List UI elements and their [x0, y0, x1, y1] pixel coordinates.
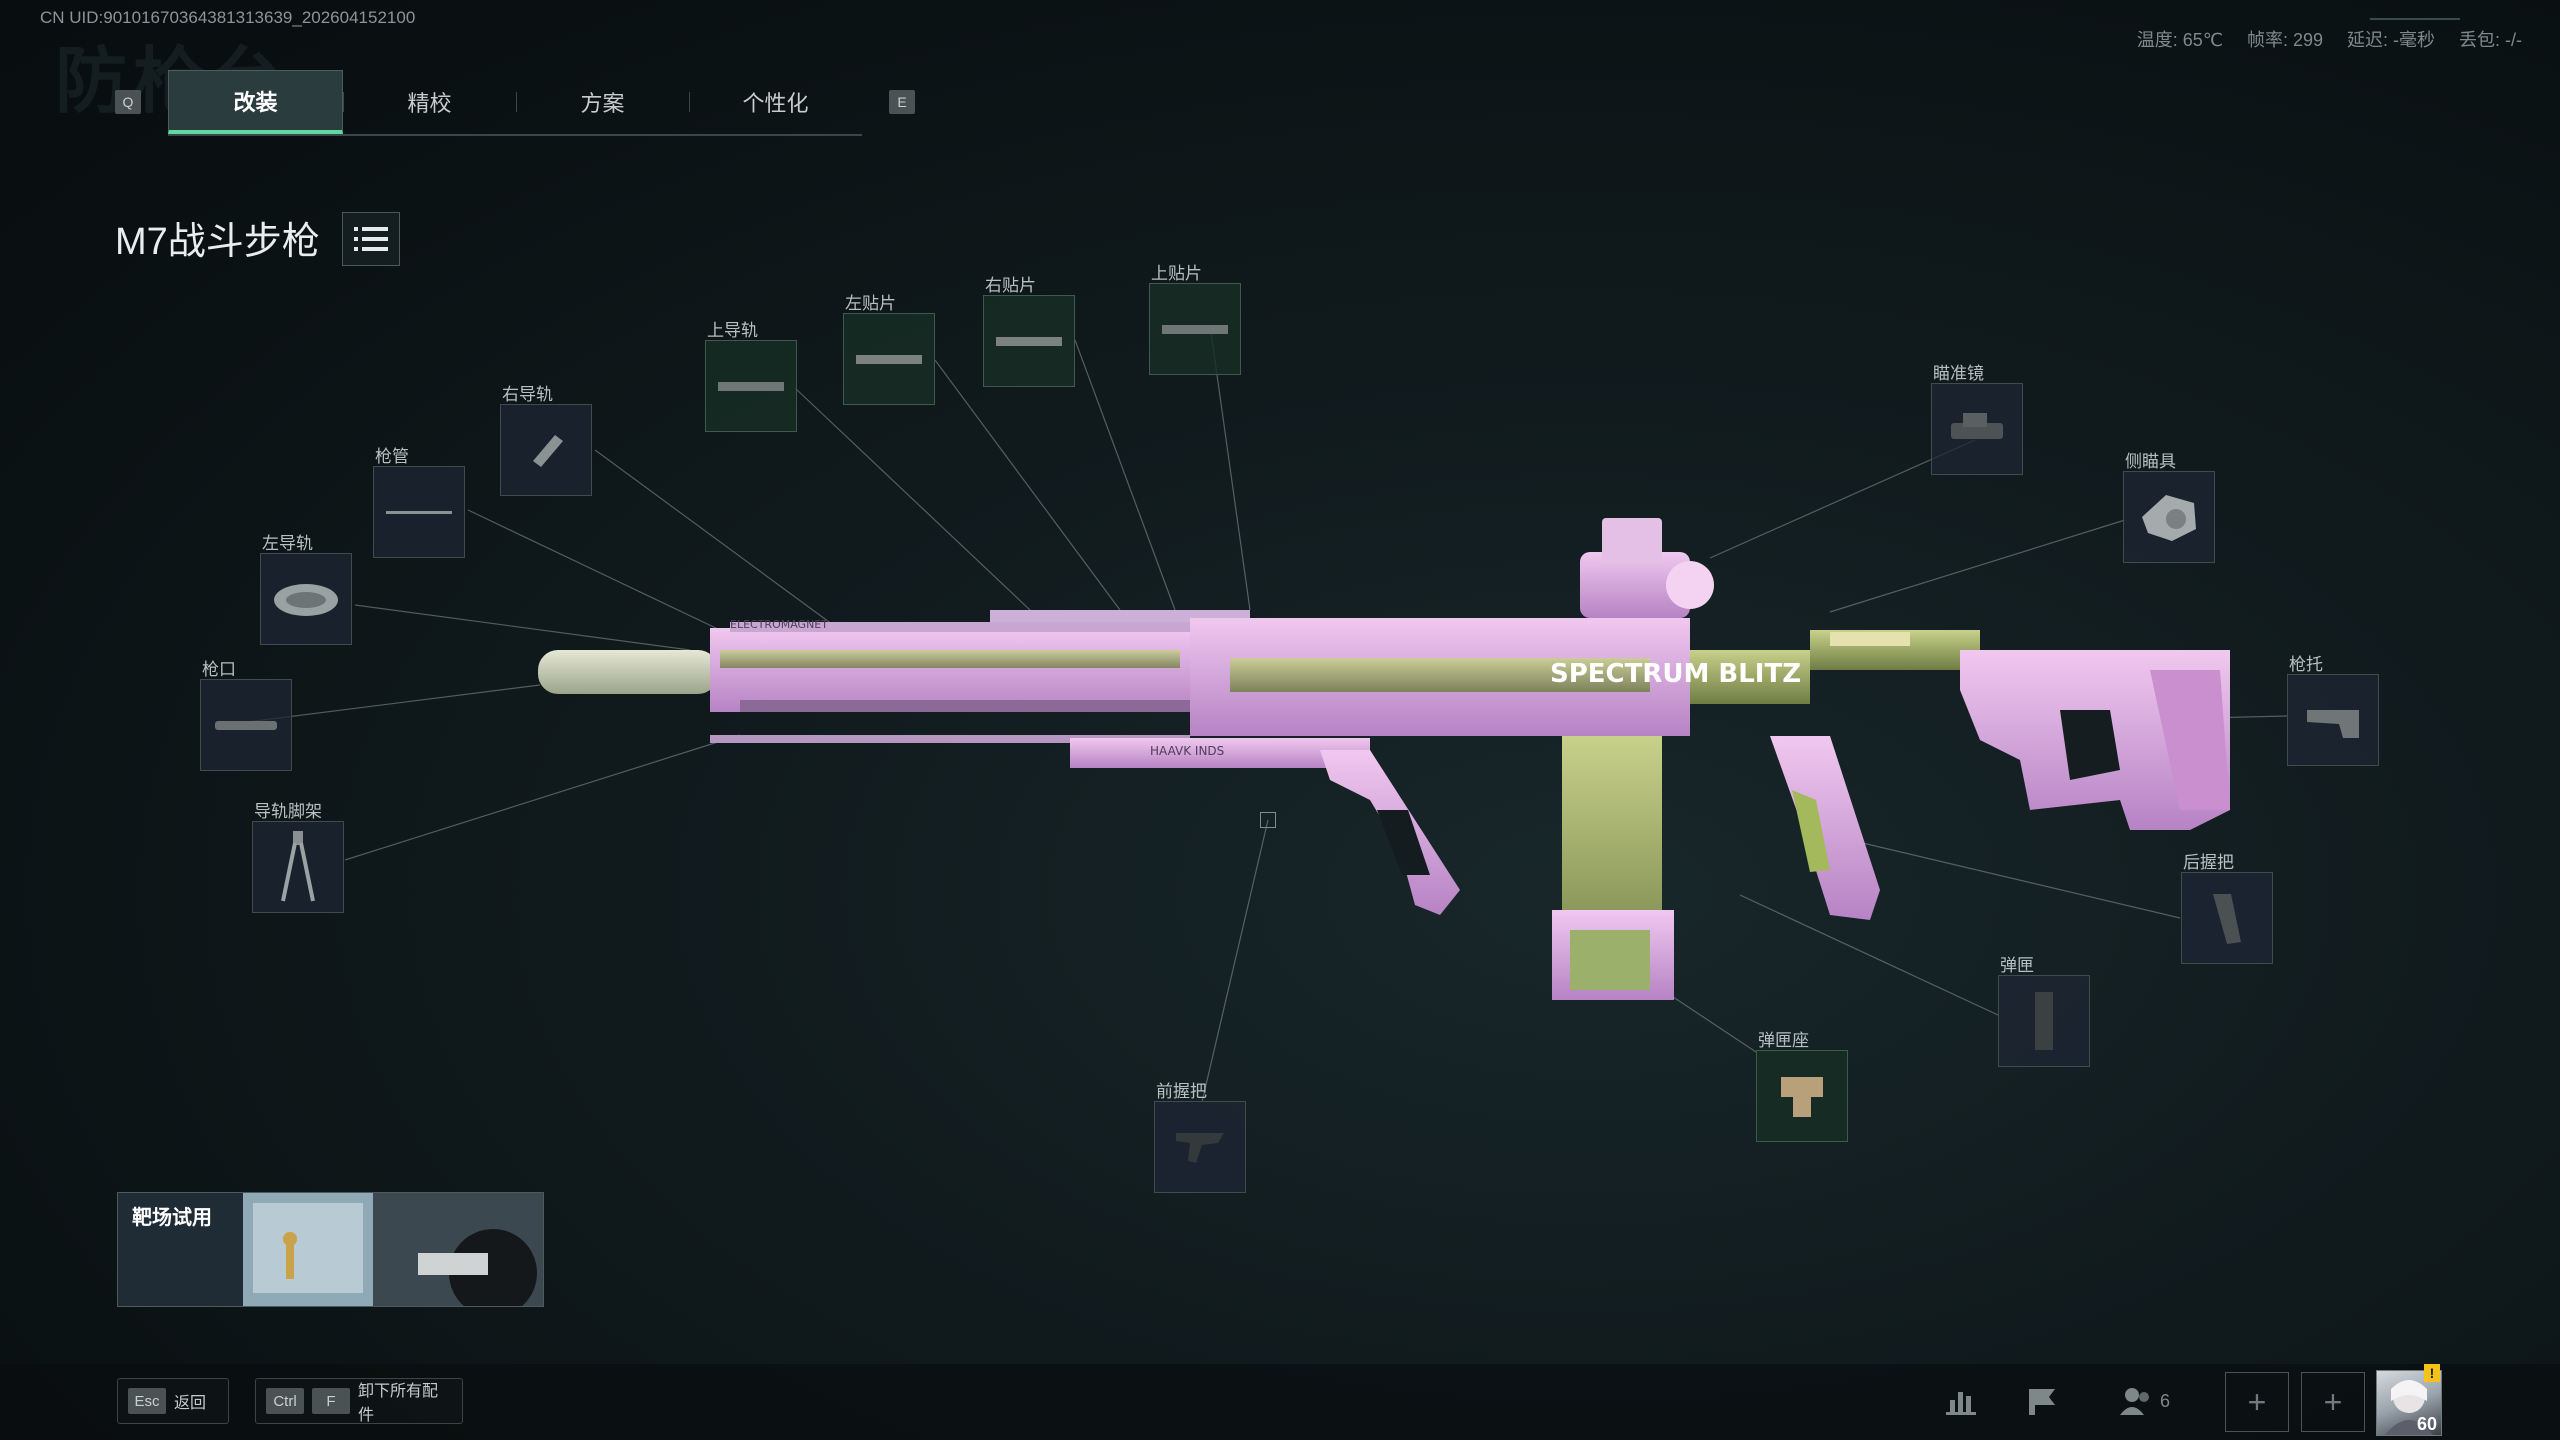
stock-icon	[2307, 710, 2359, 738]
slot-stock[interactable]: 枪托	[2287, 655, 2379, 766]
player-level: 60	[2416, 1414, 2437, 1434]
squad-count: 6	[2159, 1390, 2170, 1411]
f-key: F	[312, 1388, 350, 1414]
optic-icon	[1951, 413, 2003, 439]
gun-rail-text: ELECTROMAGNET	[730, 618, 828, 631]
back-label: 返回	[174, 1395, 207, 1412]
slot-top-rail[interactable]: 上导轨	[705, 321, 797, 432]
squad-button[interactable]: 6	[2104, 1376, 2184, 1426]
slot-rail-bipod[interactable]: 导轨脚架	[252, 802, 344, 913]
right-rail-icon	[533, 435, 563, 467]
range-trial-label: 靶场试用	[132, 1207, 212, 1229]
flag-button[interactable]	[2013, 1376, 2071, 1426]
stats-button[interactable]	[1932, 1376, 1990, 1426]
slot-right-patch[interactable]: 右贴片	[983, 276, 1075, 387]
front-grip-icon	[1176, 1133, 1224, 1163]
packet-loss-readout: 丢包: -/-	[2459, 30, 2522, 50]
gun-skin-text: SPECTRUM BLITZ	[1550, 659, 1801, 689]
weapon-list-button[interactable]	[342, 212, 400, 266]
weapon-name: M7战斗步枪	[115, 221, 320, 263]
remove-all-attachments-button[interactable]: Ctrl F 卸下所有配件	[255, 1378, 463, 1424]
slot-magazine-well[interactable]: 弹匣座	[1756, 1031, 1848, 1142]
slot-left-rail[interactable]: 左导轨	[260, 534, 352, 645]
m7-rifle-illustration: SPECTRUM BLITZ ELECTROMAGNET HAAVK INDS	[538, 518, 2230, 1000]
esc-key: Esc	[128, 1388, 166, 1414]
remove-all-label: 卸下所有配件	[358, 1383, 439, 1424]
tab-modify[interactable]: 改装	[168, 70, 343, 134]
attachment-marker	[1260, 812, 1276, 828]
plus-icon: +	[2247, 1383, 2267, 1420]
slot-side-sight[interactable]: 侧瞄具	[2123, 452, 2215, 563]
slot-right-rail[interactable]: 右导轨	[500, 385, 592, 496]
flag-icon	[2029, 1389, 2055, 1415]
fps-readout: 帧率: 299	[2246, 30, 2323, 50]
tab-prev-key[interactable]: Q	[115, 90, 141, 114]
muzzle-icon	[215, 721, 277, 730]
rear-grip-icon	[2213, 894, 2241, 944]
slot-magazine[interactable]: 弹匣	[1998, 956, 2090, 1067]
slot-top-patch[interactable]: 上贴片	[1149, 264, 1241, 375]
bar-chart-icon	[1946, 1392, 1976, 1415]
tab-next-key[interactable]: E	[889, 90, 915, 114]
slot-optic[interactable]: 瞄准镜	[1931, 364, 2023, 475]
uid-label: CN UID:90101670364381313639_202604152100	[40, 8, 416, 27]
top-rail-icon	[718, 382, 784, 391]
left-rail-icon	[274, 584, 338, 616]
list-icon	[354, 227, 388, 251]
latency-readout: 延迟: -毫秒	[2347, 30, 2435, 50]
magazine-icon	[2035, 992, 2053, 1050]
tab-tuning[interactable]: 精校	[343, 70, 516, 134]
tab-personalize[interactable]: 个性化	[689, 70, 862, 134]
alert-badge: !	[2424, 1364, 2440, 1382]
slot-rear-grip[interactable]: 后握把	[2181, 853, 2273, 964]
slot-muzzle[interactable]: 枪口	[200, 660, 292, 771]
magazine-well-icon	[1781, 1077, 1823, 1117]
left-patch-icon	[856, 355, 922, 364]
add-slot-button-2[interactable]: +	[2301, 1372, 2365, 1432]
side-sight-icon	[2142, 495, 2196, 541]
ctrl-key: Ctrl	[266, 1388, 304, 1414]
player-avatar[interactable]: 60	[2376, 1370, 2442, 1436]
barrel-icon	[386, 511, 452, 514]
add-slot-button-1[interactable]: +	[2225, 1372, 2289, 1432]
range-trial-card[interactable]: 靶场试用	[117, 1192, 544, 1307]
tab-bar: 改装 精校 方案 个性化	[168, 70, 862, 136]
squad-icon	[2119, 1388, 2149, 1415]
top-patch-icon	[1162, 325, 1228, 334]
avatar-portrait	[2385, 1380, 2433, 1435]
temperature-readout: 温度: 65℃	[2136, 30, 2223, 50]
slot-left-patch[interactable]: 左贴片	[843, 294, 935, 405]
status-decoration	[2370, 18, 2460, 20]
range-preview-image	[118, 1193, 543, 1306]
slot-front-grip[interactable]: 前握把	[1154, 1082, 1246, 1193]
plus-icon: +	[2323, 1383, 2343, 1420]
back-button[interactable]: Esc 返回	[117, 1378, 229, 1424]
status-bar: 温度: 65℃ 帧率: 299 延迟: -毫秒 丢包: -/-	[2137, 26, 2522, 52]
right-patch-icon	[996, 337, 1062, 346]
slot-barrel[interactable]: 枪管	[373, 447, 465, 558]
bipod-icon	[281, 831, 315, 902]
gun-lower-text: HAAVK INDS	[1150, 744, 1224, 758]
tab-loadouts[interactable]: 方案	[516, 70, 689, 134]
